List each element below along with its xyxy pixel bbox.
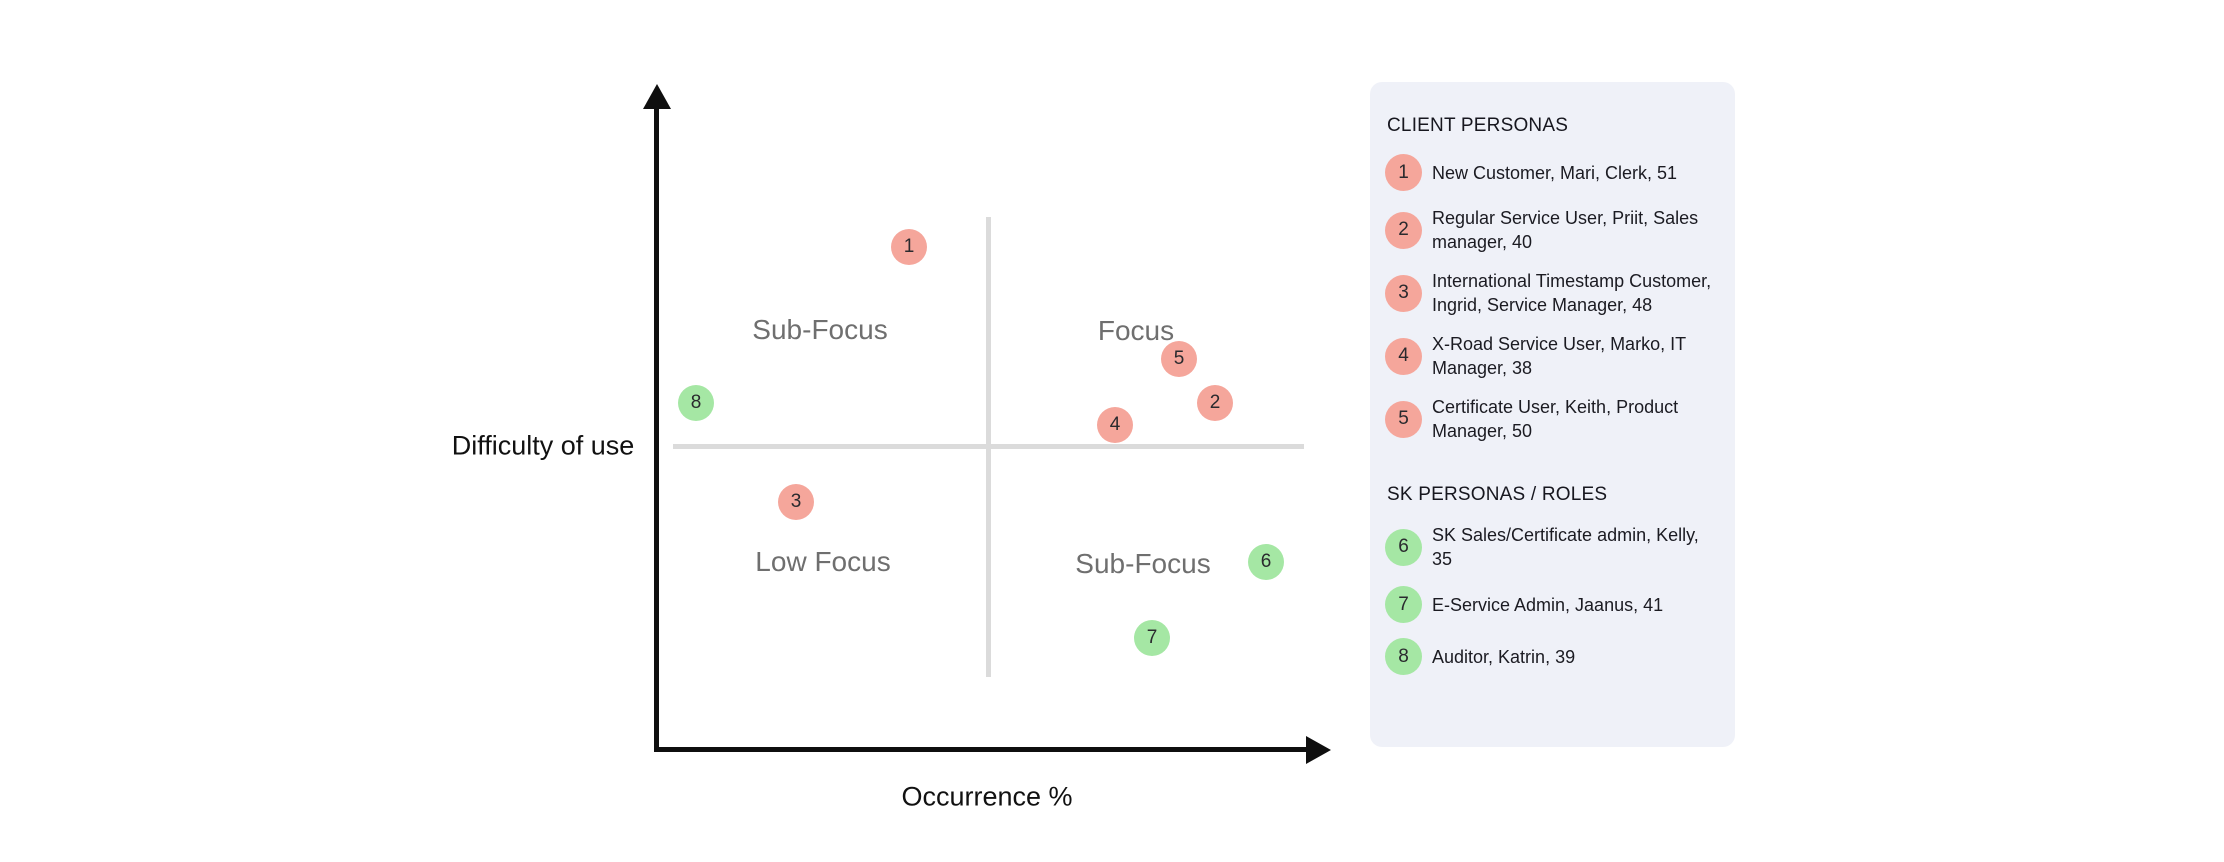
legend-item: 6 SK Sales/Certificate admin, Kelly, 35 (1385, 523, 1723, 571)
legend-item: 2 Regular Service User, Priit, Sales man… (1385, 206, 1723, 254)
chart-point-5: 5 (1161, 341, 1197, 377)
legend-item: 8 Auditor, Katrin, 39 (1385, 638, 1723, 675)
legend-item-label: International Timestamp Customer, Ingrid… (1432, 271, 1712, 315)
chart-point-1: 1 (891, 229, 927, 265)
legend-section-title: CLIENT PERSONAS (1387, 115, 1569, 136)
legend-item-number-badge: 6 (1385, 528, 1422, 566)
legend-section: CLIENT PERSONAS 1 New Customer, Mari, Cl… (1385, 114, 1723, 443)
legend-item-label: E-Service Admin, Jaanus, 41 (1432, 594, 1664, 615)
legend-item-label: X-Road Service User, Marko, IT Manager, … (1432, 334, 1686, 378)
chart-point-8: 8 (678, 385, 714, 421)
legend-item-label: SK Sales/Certificate admin, Kelly, 35 (1432, 525, 1699, 569)
quadrant-label: Sub-Focus (752, 314, 888, 345)
legend-item: 7 E-Service Admin, Jaanus, 41 (1385, 586, 1723, 623)
legend-item-number-badge: 3 (1385, 274, 1422, 312)
legend-item: 1 New Customer, Mari, Clerk, 51 (1385, 154, 1723, 191)
legend-items: 1 New Customer, Mari, Clerk, 51 2 Regula… (1385, 154, 1723, 443)
legend-item: 3 International Timestamp Customer, Ingr… (1385, 269, 1723, 317)
legend-item-label: Regular Service User, Priit, Sales manag… (1432, 208, 1699, 252)
quadrant-label: Focus (1097, 315, 1175, 346)
x-axis-line (654, 747, 1308, 752)
legend-section-title: SK PERSONAS / ROLES (1387, 484, 1608, 505)
legend-item-number-badge: 1 (1385, 154, 1422, 191)
chart-point-7: 7 (1134, 620, 1170, 656)
legend-panel: CLIENT PERSONAS 1 New Customer, Mari, Cl… (1370, 82, 1735, 747)
quadrant-divider-vertical (986, 217, 991, 677)
quadrant-label: Sub-Focus (1075, 548, 1211, 579)
y-axis-label: Difficulty of use (451, 430, 635, 461)
quadrant-label: Low Focus (755, 546, 891, 577)
chart-point-2: 2 (1197, 385, 1233, 421)
legend-item-number-badge: 8 (1385, 638, 1422, 675)
chart-point-3: 3 (778, 484, 814, 520)
chart-point-6: 6 (1248, 544, 1284, 580)
y-axis-line (654, 96, 659, 752)
legend-item-number-badge: 2 (1385, 211, 1422, 249)
chart-point-4: 4 (1097, 407, 1133, 443)
legend-item-label: Certificate User, Keith, Product Manager… (1432, 397, 1679, 441)
legend-item-number-badge: 7 (1385, 586, 1422, 623)
legend-sections: CLIENT PERSONAS 1 New Customer, Mari, Cl… (1385, 114, 1723, 675)
x-axis-arrowhead-icon (1306, 736, 1331, 764)
legend-item-number-badge: 4 (1385, 337, 1422, 375)
legend-item: 5 Certificate User, Keith, Product Manag… (1385, 395, 1723, 443)
legend-items: 6 SK Sales/Certificate admin, Kelly, 35 … (1385, 523, 1723, 675)
legend-item-label: New Customer, Mari, Clerk, 51 (1432, 162, 1678, 183)
x-axis-label: Occurrence % (901, 781, 1073, 812)
legend-section: SK PERSONAS / ROLES 6 SK Sales/Certifica… (1385, 483, 1723, 675)
legend-item-number-badge: 5 (1385, 400, 1422, 438)
legend-item: 4 X-Road Service User, Marko, IT Manager… (1385, 332, 1723, 380)
legend-item-label: Auditor, Katrin, 39 (1432, 646, 1576, 667)
y-axis-arrowhead-icon (643, 84, 671, 109)
